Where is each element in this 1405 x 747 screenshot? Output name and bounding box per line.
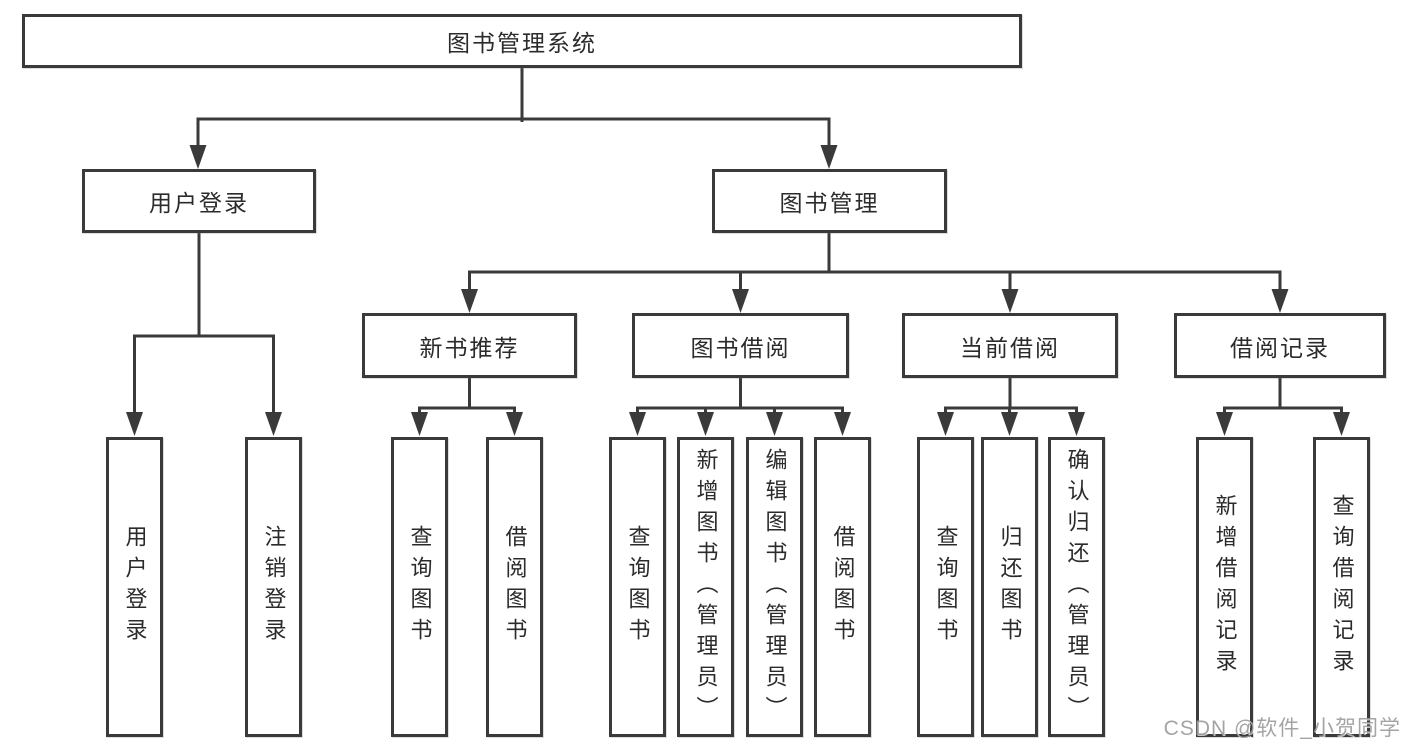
- leaf-edit-book-admin: 编辑图书（管理员）: [746, 437, 803, 737]
- node-book-borrow-label: 图书借阅: [690, 334, 791, 361]
- connector-borrow-record-children: [1216, 376, 1350, 436]
- node-current-borrow: 当前借阅: [902, 313, 1118, 378]
- leaf-borrow-books-borrow-label: 借阅图书: [830, 525, 856, 649]
- node-new-book-recommend: 新书推荐: [362, 313, 577, 378]
- leaf-confirm-return-admin: 确认归还（管理员）: [1048, 437, 1105, 737]
- leaf-query-books-recommend: 查询图书: [391, 437, 448, 737]
- leaf-return-book-label: 归还图书: [997, 525, 1023, 649]
- node-book-management-label: 图书管理: [779, 190, 880, 216]
- node-user-login-label: 用户登录: [149, 190, 249, 216]
- leaf-query-books-borrow-label: 查询图书: [625, 525, 651, 649]
- leaf-add-borrow-record-label: 新增借阅记录: [1212, 494, 1238, 680]
- leaf-add-book-admin-label: 新增图书（管理员）: [693, 447, 719, 727]
- leaf-add-book-admin: 新增图书（管理员）: [677, 437, 734, 737]
- node-new-book-recommend-label: 新书推荐: [419, 334, 520, 361]
- connector-book-borrow-children: [629, 376, 851, 436]
- leaf-query-books-recommend-label: 查询图书: [407, 525, 433, 649]
- connector-current-borrow-children: [937, 376, 1085, 436]
- connector-new-book-recommend-children: [411, 376, 523, 436]
- connector-book-management-children: [461, 231, 1289, 313]
- leaf-edit-book-admin-label: 编辑图书（管理员）: [762, 447, 788, 727]
- leaf-return-book: 归还图书: [981, 437, 1038, 737]
- leaf-add-borrow-record: 新增借阅记录: [1196, 437, 1253, 737]
- leaf-confirm-return-admin-label: 确认归还（管理员）: [1064, 447, 1090, 727]
- node-root: 图书管理系统: [22, 14, 1022, 68]
- node-current-borrow-label: 当前借阅: [960, 334, 1060, 361]
- connector-user-login-children: [126, 231, 282, 436]
- leaf-borrow-books-recommend-label: 借阅图书: [502, 525, 528, 649]
- leaf-query-books-borrow: 查询图书: [609, 437, 666, 737]
- leaf-query-borrow-record-label: 查询借阅记录: [1329, 494, 1355, 680]
- node-book-management: 图书管理: [712, 169, 947, 233]
- node-borrow-record-label: 借阅记录: [1230, 334, 1330, 361]
- leaf-query-borrow-record: 查询借阅记录: [1313, 437, 1370, 737]
- node-user-login: 用户登录: [82, 169, 316, 233]
- leaf-user-login-label: 用户登录: [122, 525, 148, 649]
- connector-root-to-level2: [189, 66, 838, 169]
- node-root-label: 图书管理系统: [447, 30, 597, 56]
- leaf-borrow-books-recommend: 借阅图书: [486, 437, 543, 737]
- leaf-user-login: 用户登录: [106, 437, 163, 737]
- leaf-logout: 注销登录: [245, 437, 302, 737]
- leaf-query-books-current-label: 查询图书: [933, 525, 959, 649]
- leaf-query-books-current: 查询图书: [917, 437, 974, 737]
- node-borrow-record: 借阅记录: [1174, 313, 1386, 378]
- node-book-borrow: 图书借阅: [632, 313, 849, 378]
- leaf-borrow-books-borrow: 借阅图书: [814, 437, 871, 737]
- leaf-logout-label: 注销登录: [261, 525, 287, 649]
- watermark: CSDN @软件_小贺同学: [1163, 717, 1401, 740]
